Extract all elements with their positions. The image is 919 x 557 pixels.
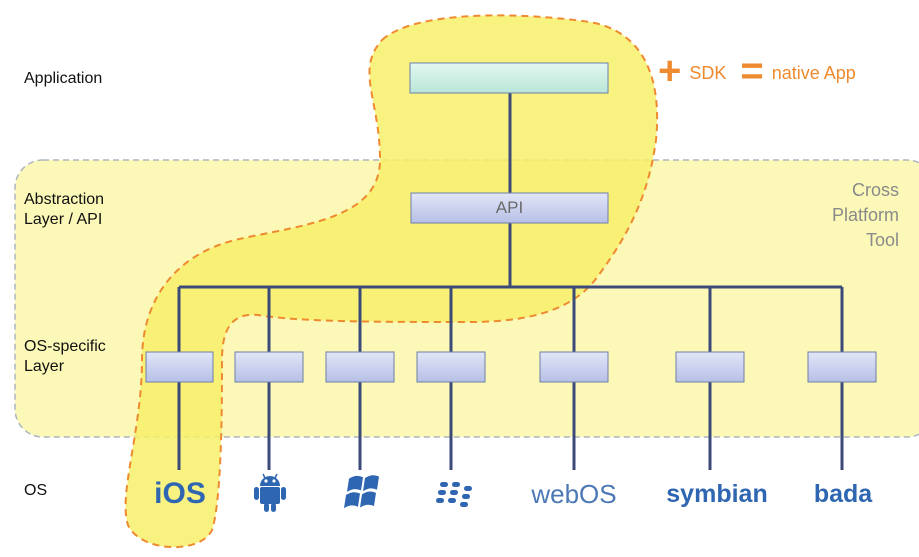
bada-logo-icon: bada bbox=[813, 479, 873, 508]
os-box-bada bbox=[807, 351, 877, 383]
os-box-blackberry bbox=[416, 351, 486, 383]
os-box-windows bbox=[325, 351, 395, 383]
formula-result: native App bbox=[771, 62, 856, 83]
cross-platform-tool-label: Cross Platform Tool bbox=[831, 180, 899, 250]
blackberry-logo-icon bbox=[436, 482, 472, 507]
plus-sign: + bbox=[658, 49, 682, 93]
webos-logo-icon: webOS bbox=[531, 478, 617, 509]
sdk-formula: + SDK = native App bbox=[658, 49, 856, 93]
api-box-label: API bbox=[495, 198, 524, 217]
symbian-logo-icon: symbian bbox=[666, 479, 768, 508]
connectors bbox=[177, 93, 844, 470]
formula-sdk: SDK bbox=[689, 62, 727, 83]
windows-logo-icon bbox=[344, 475, 379, 509]
os-layer-boxes bbox=[145, 351, 877, 383]
os-box-android bbox=[234, 351, 304, 383]
ios-logo-icon: iOS bbox=[154, 477, 206, 510]
os-box-webos bbox=[539, 351, 609, 383]
equals-sign: = bbox=[740, 49, 764, 93]
android-logo-icon bbox=[254, 473, 286, 512]
api-box bbox=[410, 192, 609, 224]
application-box bbox=[409, 62, 609, 94]
layer-label-os: OS bbox=[24, 482, 48, 499]
native-sdk-highlight bbox=[124, 14, 659, 549]
layer-label-application: Application bbox=[24, 70, 103, 87]
os-box-symbian bbox=[675, 351, 745, 383]
os-box-ios bbox=[145, 351, 214, 383]
layer-label-abstraction: Abstraction Layer / API bbox=[24, 191, 105, 228]
layer-label-os-specific: OS-specific Layer bbox=[24, 338, 106, 375]
